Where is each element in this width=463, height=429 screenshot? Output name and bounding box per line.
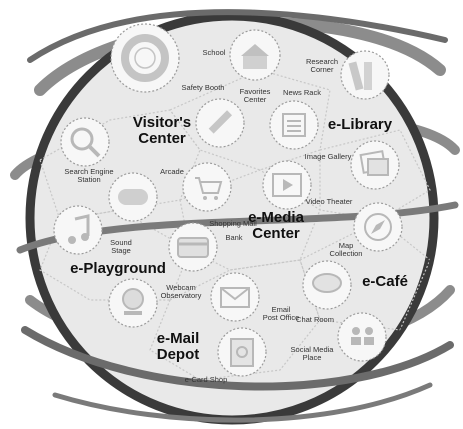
label-search-engine-station-line1: Search Engine <box>64 167 114 176</box>
zone-e-media-center-line2: Center <box>252 225 300 242</box>
label-ecard-shop: e-Card Shop <box>184 375 228 384</box>
zone-e-library: e-Library <box>328 117 392 133</box>
label-search-engine-station-line2: Station <box>77 175 101 184</box>
zone-visitors-center-line2: Center <box>138 130 186 147</box>
newspaper-icon[interactable] <box>269 100 319 150</box>
place-icons <box>53 23 403 377</box>
label-social-media-place: Social Media Place <box>291 346 334 362</box>
label-webcam-observatory: Webcam Observatory <box>161 284 202 300</box>
envelope-icon[interactable] <box>210 272 260 322</box>
greeting-card-icon[interactable] <box>217 327 267 377</box>
label-favorites-center: Favorites Center <box>240 88 271 104</box>
label-search-engine-station: Search Engine Station <box>64 168 113 184</box>
label-school: School <box>202 48 226 57</box>
label-research-corner: Research Corner <box>306 58 338 74</box>
social-people-icon[interactable] <box>337 312 387 362</box>
label-sound-stage: Sound Stage <box>110 239 132 255</box>
film-icon[interactable] <box>262 160 312 210</box>
zone-e-playground-line1: e-Playground <box>70 260 166 277</box>
label-map-collection-line2: Collection <box>329 249 363 258</box>
zone-e-mail-depot-line1: e-Mail <box>156 330 200 347</box>
zone-e-mail-depot-line2: Depot <box>156 346 200 363</box>
label-image-gallery: Image Gallery <box>304 152 352 161</box>
label-social-media-place-line2: Place <box>302 353 322 362</box>
chat-bubble-icon[interactable] <box>302 260 352 310</box>
label-map-collection-line1: Map <box>338 241 354 250</box>
label-favorites-center-line1: Favorites <box>239 87 271 96</box>
label-shopping-mall: Shopping Mall <box>209 219 257 228</box>
lifebuoy-icon[interactable] <box>110 23 180 93</box>
label-research-corner-line1: Research <box>305 57 339 66</box>
gamepad-icon[interactable] <box>108 172 158 222</box>
magnifier-icon[interactable] <box>60 117 110 167</box>
zone-e-cafe: e-Café <box>362 274 408 290</box>
label-arcade: Arcade <box>160 167 184 176</box>
compass-icon[interactable] <box>353 202 403 252</box>
pictures-icon[interactable] <box>350 140 400 190</box>
zone-visitors-center: Visitor's Center <box>133 115 191 147</box>
music-note-icon[interactable] <box>53 205 103 255</box>
label-favorites-center-line2: Center <box>243 95 267 104</box>
label-chat-room: Chat Room <box>296 315 334 324</box>
label-email-post-office-line2: Post Office <box>262 313 300 322</box>
label-social-media-place-line1: Social Media <box>290 345 334 354</box>
label-webcam-observatory-line2: Observatory <box>160 291 202 300</box>
label-email-post-office-line1: Email <box>271 305 291 314</box>
books-icon[interactable] <box>340 50 390 100</box>
label-sound-stage-line2: Stage <box>111 246 131 255</box>
label-map-collection: Map Collection <box>330 242 363 258</box>
label-research-corner-line2: Corner <box>310 65 334 74</box>
zone-visitors-center-line1: Visitor's <box>132 114 192 131</box>
label-email-post-office: Email Post Office <box>263 306 300 322</box>
label-sound-stage-line1: Sound <box>110 238 132 247</box>
pencil-icon[interactable] <box>195 98 245 148</box>
zone-e-media-center-line1: e-Media <box>248 209 304 226</box>
label-news-rack: News Rack <box>283 88 321 97</box>
webcam-icon[interactable] <box>108 278 158 328</box>
zone-e-library-line1: e-Library <box>327 116 393 133</box>
credit-card-icon[interactable] <box>168 222 218 272</box>
label-bank: Bank <box>225 233 243 242</box>
label-video-theater: Video Theater <box>305 197 353 206</box>
shopping-cart-icon[interactable] <box>182 162 232 212</box>
label-webcam-observatory-line1: Webcam <box>166 283 196 292</box>
zone-e-cafe-line1: e-Café <box>362 273 408 290</box>
label-safety-booth: Safety Booth <box>181 83 225 92</box>
zone-e-playground: e-Playground <box>70 261 166 277</box>
zone-e-mail-depot: e-Mail Depot <box>157 331 200 363</box>
zone-e-media-center: e-Media Center <box>248 210 304 242</box>
school-icon[interactable] <box>229 29 281 81</box>
